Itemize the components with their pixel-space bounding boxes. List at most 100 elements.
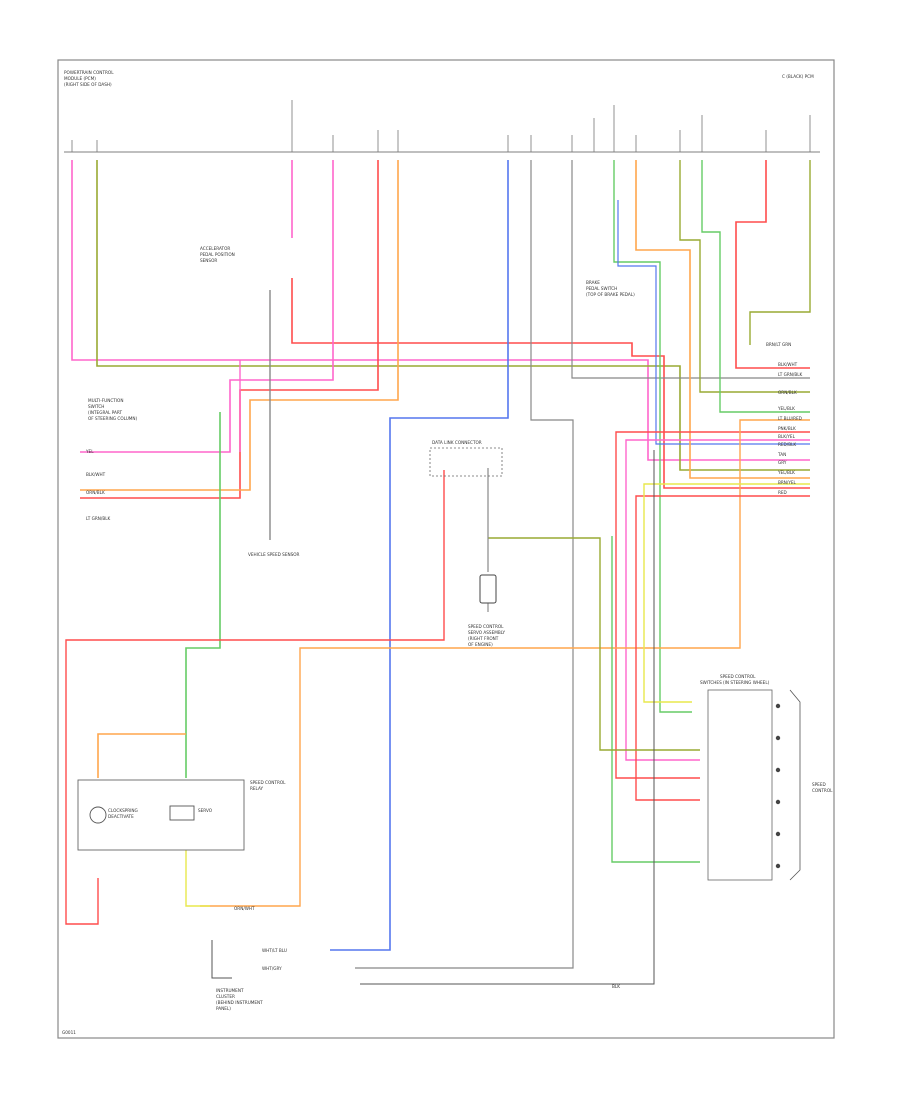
- wire-black-bottom-2: [360, 450, 655, 985]
- wire-blue-1: [330, 160, 509, 951]
- svg-text:YEL/BLK: YEL/BLK: [777, 406, 795, 411]
- junction-caption: DATA LINK CONNECTOR: [432, 440, 482, 445]
- svg-text:CLOCKSPRING: CLOCKSPRING: [108, 808, 138, 813]
- wire-blue-2: [617, 200, 810, 445]
- relay-inner-labels: CLOCKSPRING DEACTIVATE SERVO: [108, 808, 213, 819]
- svg-text:BRN/LT GRN: BRN/LT GRN: [766, 342, 791, 347]
- wire-pink-bundle: [625, 439, 810, 761]
- pcm-connector-pins: [71, 100, 811, 152]
- svg-text:SPEED: SPEED: [812, 782, 826, 787]
- center-sensor-caption: VEHICLE SPEED SENSOR: [248, 552, 300, 557]
- svg-text:PEDAL POSITION: PEDAL POSITION: [200, 252, 235, 257]
- wire-red-bundle-2: [635, 495, 810, 801]
- vehicle-speed-sensor: [479, 574, 497, 604]
- wire-red-left-loop: [65, 470, 445, 925]
- wire-gray-2: [355, 160, 574, 969]
- wire-orange-relay: [97, 733, 186, 778]
- svg-text:LT GRN/BLK: LT GRN/BLK: [86, 516, 111, 521]
- svg-text:ORN/BLK: ORN/BLK: [778, 390, 797, 395]
- connector-caption: C (BLACK) PCM: [782, 74, 814, 79]
- svg-text:GRY: GRY: [778, 460, 787, 465]
- wire-green-2: [613, 160, 692, 713]
- right-block-labels: BRAKE PEDAL SWITCH (TOP OF BRAKE PEDAL): [586, 280, 635, 297]
- center-block-labels: ACCELERATOR PEDAL POSITION SENSOR: [200, 246, 235, 263]
- mid-caption: SPEED CONTROL SERVO ASSEMBLY (RIGHT FRON…: [468, 624, 505, 647]
- svg-text:SENSOR: SENSOR: [200, 258, 217, 263]
- wire-green-3: [701, 160, 810, 413]
- switch-caption: SPEED CONTROL SWITCHES (IN STEERING WHEE…: [700, 674, 770, 685]
- svg-text:SPEED CONTROL: SPEED CONTROL: [468, 624, 504, 629]
- switch-contacts: [775, 703, 781, 869]
- diagram-frame: [57, 59, 835, 1039]
- svg-text:SERVO ASSEMBLY: SERVO ASSEMBLY: [468, 630, 505, 635]
- svg-text:(TOP OF BRAKE PEDAL): (TOP OF BRAKE PEDAL): [586, 292, 635, 297]
- switch-side-caption: SPEED CONTROL: [812, 782, 833, 793]
- wire-black-bottom: [211, 940, 232, 979]
- svg-text:TAN: TAN: [777, 452, 786, 457]
- svg-text:CLUSTER: CLUSTER: [216, 994, 235, 999]
- svg-text:OF STEERING COLUMN): OF STEERING COLUMN): [88, 416, 138, 421]
- bottom-wire-labels: WHT/LT BLU WHT/GRY BLK: [262, 948, 620, 989]
- svg-text:PNK/BLK: PNK/BLK: [778, 426, 796, 431]
- pcm-caption-line-2: MODULE (PCM): [64, 76, 96, 81]
- svg-text:PEDAL SWITCH: PEDAL SWITCH: [586, 286, 617, 291]
- svg-text:MULTI-FUNCTION: MULTI-FUNCTION: [88, 398, 124, 403]
- svg-text:SWITCHES (IN STEERING WHEEL): SWITCHES (IN STEERING WHEEL): [700, 680, 770, 685]
- svg-text:INSTRUMENT: INSTRUMENT: [216, 988, 244, 993]
- svg-text:PANEL): PANEL): [216, 1006, 231, 1011]
- wire-olive-3: [749, 160, 811, 345]
- right-wire-labels: BRN/LT GRN BLK/WHT LT GRN/BLK ORN/BLK YE…: [766, 342, 803, 495]
- svg-text:SWITCH: SWITCH: [88, 404, 104, 409]
- svg-text:YEL: YEL: [85, 449, 94, 454]
- wire-pink-main: [71, 160, 810, 461]
- wire-olive-main: [96, 160, 810, 471]
- speed-control-relay-box: [77, 779, 245, 851]
- svg-text:RED: RED: [778, 490, 787, 495]
- svg-text:YEL/BLK: YEL/BLK: [777, 470, 795, 475]
- svg-text:BLK/WHT: BLK/WHT: [86, 472, 106, 477]
- svg-text:LT BLU/RED: LT BLU/RED: [778, 416, 802, 421]
- wire-orange-2: [635, 160, 810, 479]
- left-wire-labels: YEL BLK/WHT ORN/BLK LT GRN/BLK: [85, 449, 111, 521]
- wire-yellow-relay: [185, 850, 210, 907]
- wire-red-bundle: [615, 431, 810, 779]
- wire-green-bundle: [611, 536, 700, 863]
- pcm-caption-line-3: (RIGHT SIDE OF DASH): [64, 82, 112, 87]
- wire-red-3: [735, 160, 810, 369]
- svg-text:(RIGHT FRONT: (RIGHT FRONT: [468, 636, 499, 641]
- svg-text:SPEED CONTROL: SPEED CONTROL: [250, 780, 286, 785]
- wire-pink-3: [80, 160, 334, 453]
- clockspring-icon: [89, 806, 107, 824]
- pcm-caption-line-1: POWERTRAIN CONTROL: [64, 70, 114, 75]
- svg-text:BLK/WHT: BLK/WHT: [778, 362, 798, 367]
- svg-text:LT GRN/BLK: LT GRN/BLK: [778, 372, 803, 377]
- wire-gray-3: [571, 160, 810, 379]
- svg-text:BRN/YEL: BRN/YEL: [778, 480, 797, 485]
- footer-id: G0011: [62, 1030, 76, 1035]
- wire-orange-bundle: [200, 419, 810, 907]
- wire-olive-sensor: [488, 537, 700, 751]
- svg-text:RELAY: RELAY: [250, 786, 264, 791]
- data-link-connector: [429, 447, 503, 477]
- svg-text:OF ENGINE): OF ENGINE): [468, 642, 493, 647]
- wire-olive-2: [679, 160, 810, 393]
- svg-text:WHT/GRY: WHT/GRY: [262, 966, 282, 971]
- wire-orange-1: [80, 160, 399, 491]
- wire-red-1: [291, 278, 810, 489]
- svg-text:WHT/LT BLU: WHT/LT BLU: [262, 948, 287, 953]
- bottom-left-caption: INSTRUMENT CLUSTER (BEHIND INSTRUMENT PA…: [216, 988, 263, 1011]
- svg-text:SERVO: SERVO: [198, 808, 213, 813]
- svg-text:RED/BLK: RED/BLK: [778, 442, 796, 447]
- wire-green-1: [185, 412, 221, 778]
- svg-text:BLK: BLK: [612, 984, 620, 989]
- speed-control-switch-box: [707, 689, 773, 881]
- svg-text:SPEED CONTROL: SPEED CONTROL: [720, 674, 756, 679]
- relay-caption: SPEED CONTROL RELAY: [250, 780, 286, 791]
- servo-coil-icon: [169, 805, 195, 821]
- svg-text:BLK/YEL: BLK/YEL: [778, 434, 796, 439]
- bottom-mid-label: ORN/WHT: [234, 906, 255, 911]
- wire-yellow-bundle: [643, 483, 810, 703]
- svg-text:(INTEGRAL PART: (INTEGRAL PART: [88, 410, 122, 415]
- svg-text:CONTROL: CONTROL: [812, 788, 833, 793]
